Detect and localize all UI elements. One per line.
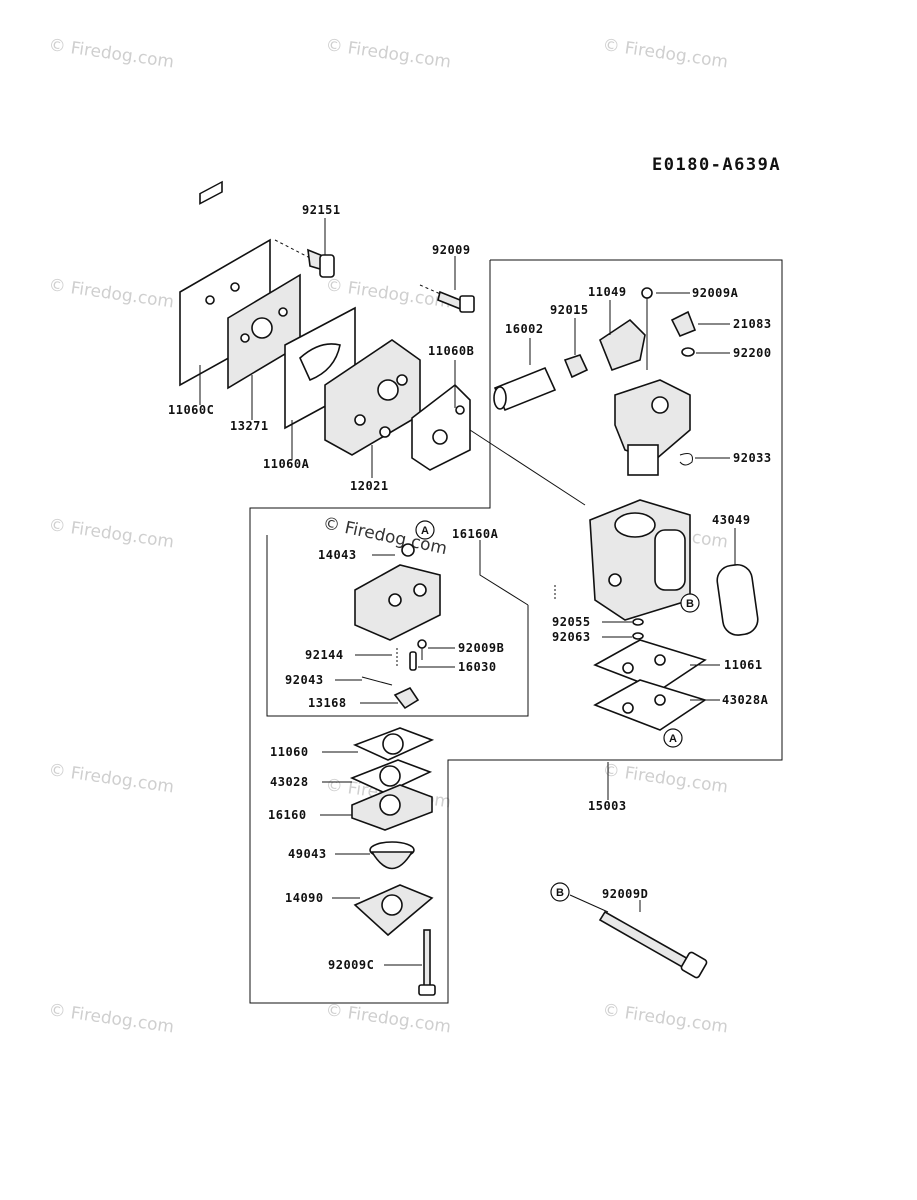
part-label-15003: 15003 xyxy=(588,799,627,813)
watermark: © Firedog.com xyxy=(47,275,175,312)
screw-92009C xyxy=(418,929,436,996)
part-label-92009B: 92009B xyxy=(458,641,504,655)
assembly-outlines xyxy=(249,259,783,1004)
bolt-92009D xyxy=(598,910,708,979)
part-label-14090: 14090 xyxy=(285,891,324,905)
leader-lines xyxy=(199,218,736,966)
o-ring-43049 xyxy=(716,563,759,636)
watermark: © Firedog.com xyxy=(601,35,729,72)
part-label-11061: 11061 xyxy=(724,658,763,672)
reference-b-label: B xyxy=(556,887,564,899)
part-label-49043: 49043 xyxy=(288,847,327,861)
screw-21083 xyxy=(670,310,697,338)
reference-a-label: A xyxy=(421,525,429,537)
reference-marker-b-top: B xyxy=(680,593,700,613)
pin-92043 xyxy=(361,676,393,686)
nut-92015 xyxy=(563,354,589,379)
diagram-code: E0180-A639A xyxy=(652,155,781,175)
part-label-43028: 43028 xyxy=(270,775,309,789)
part-label-11060: 11060 xyxy=(270,745,309,759)
watermark: © Firedog.com xyxy=(47,35,175,72)
reference-b-label: B xyxy=(686,598,694,610)
part-label-11049: 11049 xyxy=(588,285,627,299)
part-label-11060B: 11060B xyxy=(428,344,474,358)
screw-92009B xyxy=(417,639,427,660)
pump-body-16160A xyxy=(354,543,441,641)
part-label-92009: 92009 xyxy=(432,243,471,257)
watermark: © Firedog.com xyxy=(47,515,175,552)
pump-16160 xyxy=(351,784,433,831)
watermark: © Firedog.com xyxy=(47,1000,175,1037)
diaphragm-43028 xyxy=(349,759,433,794)
part-label-12021: 12021 xyxy=(350,479,389,493)
reference-a-label: A xyxy=(669,733,677,745)
insulator-13271 xyxy=(227,273,301,390)
gasket-43028A xyxy=(593,679,707,731)
watermark: © Firedog.com xyxy=(47,760,175,797)
spring-92033 xyxy=(679,453,693,466)
watermark: © Firedog.com xyxy=(324,1000,452,1037)
part-label-11060C: 11060C xyxy=(168,403,214,417)
gasket-11061 xyxy=(593,639,707,691)
part-label-14043: 14043 xyxy=(318,548,357,562)
carburetor-body-15003 xyxy=(589,499,691,621)
reference-marker-a-bottom: A xyxy=(663,728,683,748)
lever-11049 xyxy=(599,318,646,372)
part-label-92055: 92055 xyxy=(552,615,591,629)
screw-92009A xyxy=(641,287,653,370)
pipe-16002 xyxy=(493,366,557,412)
carburetor-body xyxy=(614,379,691,476)
part-label-92009D: 92009D xyxy=(602,887,648,901)
watermark: © Firedog.com xyxy=(601,760,729,797)
washer-92063 xyxy=(632,632,644,640)
part-label-43028A: 43028A xyxy=(722,693,769,707)
part-labels: 92151 92009 11060C 13271 11060A 12021 11… xyxy=(168,203,772,972)
pin-16030 xyxy=(409,651,417,671)
reference-marker-b-bottom: B xyxy=(550,882,570,902)
part-label-92200: 92200 xyxy=(733,346,772,360)
cover-14090 xyxy=(353,884,434,937)
part-label-16160: 16160 xyxy=(268,808,307,822)
part-label-92009C: 92009C xyxy=(328,958,374,972)
reference-marker-a-top: A xyxy=(415,520,435,540)
watermark: © Firedog.com xyxy=(601,1000,729,1037)
washer-92055 xyxy=(632,618,644,626)
part-label-16030: 16030 xyxy=(458,660,497,674)
part-label-13168: 13168 xyxy=(308,696,347,710)
part-label-92015: 92015 xyxy=(550,303,589,317)
part-label-11060A: 11060A xyxy=(263,457,310,471)
part-label-43049: 43049 xyxy=(712,513,751,527)
part-label-92151: 92151 xyxy=(302,203,341,217)
part-label-16002: 16002 xyxy=(505,322,544,336)
part-label-92033: 92033 xyxy=(733,451,772,465)
part-label-92009A: 92009A xyxy=(692,286,739,300)
part-label-92144: 92144 xyxy=(305,648,344,662)
primer-bulb-49043 xyxy=(369,841,415,870)
part-label-21083: 21083 xyxy=(733,317,772,331)
bolt-92151 xyxy=(274,239,335,278)
gasket-11060 xyxy=(352,727,435,761)
part-label-16160A: 16160A xyxy=(452,527,499,541)
lever-13168 xyxy=(393,686,420,710)
watermark: © Firedog.com xyxy=(324,35,452,72)
watermark: © Firedog.com xyxy=(324,275,452,312)
bolt-92009 xyxy=(419,284,475,313)
part-label-13271: 13271 xyxy=(230,419,269,433)
part-label-92063: 92063 xyxy=(552,630,591,644)
washer-92200 xyxy=(681,347,695,357)
part-label-92043: 92043 xyxy=(285,673,324,687)
